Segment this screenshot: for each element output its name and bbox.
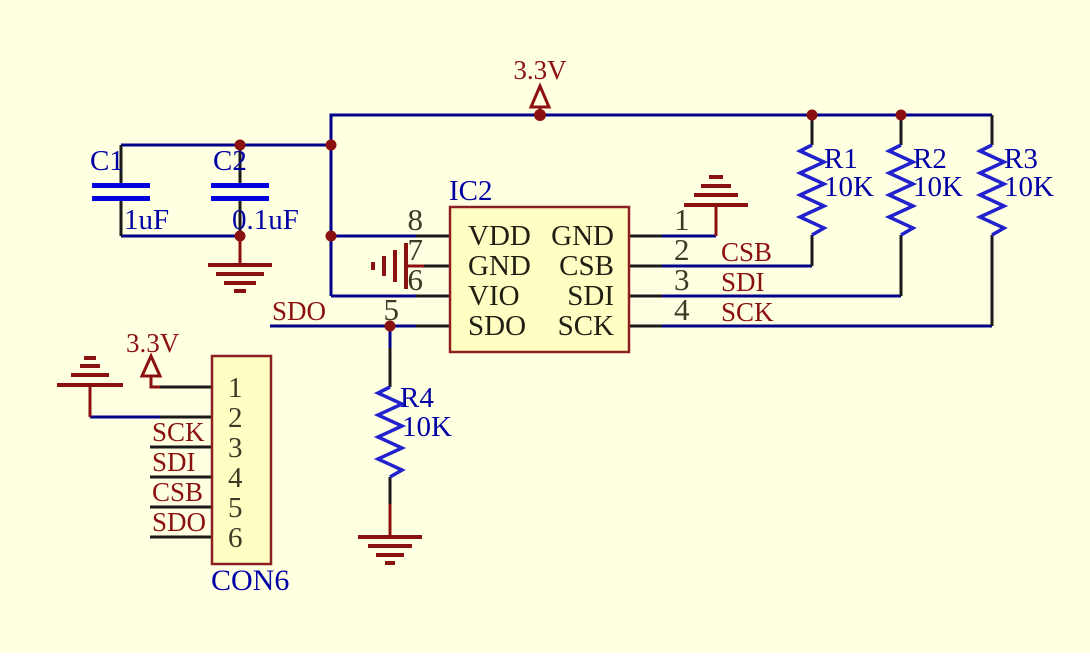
ground-icon-r4 — [358, 504, 422, 565]
ic2-component: IC2 VDD GND VIO SDO GND CSB SDI SCK 8 7 … — [384, 175, 690, 354]
con6-net-label-sck: SCK — [152, 417, 205, 447]
r1-designator: R1 — [824, 143, 858, 175]
c1-designator: C1 — [90, 145, 124, 177]
power-triangle-icon — [528, 82, 552, 109]
con6-net-label-sdi: SDI — [152, 447, 196, 477]
c1-value: 1uF — [124, 204, 169, 236]
junction-dot — [895, 109, 907, 121]
r4-designator: R4 — [400, 382, 434, 414]
pin-name-gnd-right: GND — [551, 220, 614, 252]
power-3v3-con-icon: 3.3V — [126, 328, 180, 389]
junction-dot — [384, 320, 396, 332]
junction-dot — [534, 109, 546, 121]
junction-dot — [234, 139, 246, 151]
net-label-sdo: SDO — [272, 296, 326, 326]
con6-body — [210, 354, 273, 566]
resistor-r2-symbol: R2 10K — [884, 143, 963, 237]
ground-icon-ic-pin1 — [684, 175, 748, 236]
cap-plate — [92, 196, 150, 201]
c2-value: 0.1uF — [232, 204, 299, 236]
ic2-designator: IC2 — [449, 175, 493, 207]
pin-stubs — [119, 115, 994, 539]
wire-3v3-rail — [329, 113, 992, 296]
r2-designator: R2 — [913, 143, 947, 175]
pin-number-2: 2 — [674, 232, 690, 267]
net-label-sdi: SDI — [721, 267, 765, 297]
pin-number-7: 7 — [408, 232, 424, 267]
power-stem — [149, 376, 160, 389]
pin-name-vdd: VDD — [468, 220, 531, 252]
power-3v3-rail-icon: 3.3V — [513, 55, 567, 121]
r3-designator: R3 — [1004, 143, 1038, 175]
r4-value: 10K — [402, 411, 452, 443]
resistor-zigzag — [795, 143, 829, 237]
ic2-body — [448, 205, 631, 354]
net-label-csb: CSB — [721, 237, 772, 267]
junction-dots — [234, 109, 907, 332]
con6-pin-number-2: 2 — [228, 402, 243, 434]
ground-icon-ic-pin7 — [371, 243, 424, 289]
pin-number-5: 5 — [384, 292, 400, 327]
con6-pin-number-1: 1 — [228, 372, 243, 404]
capacitor-c1-symbol: C1 1uF — [90, 145, 169, 236]
pin-name-vio: VIO — [468, 280, 520, 312]
junction-dot — [325, 139, 337, 151]
power-rail-label: 3.3V — [513, 55, 567, 85]
capacitor-c2-symbol: C2 0.1uF — [211, 145, 299, 236]
ground-icon-con — [57, 356, 123, 417]
resistor-zigzag — [975, 143, 1009, 237]
pin-number-8: 8 — [408, 202, 424, 237]
power-triangle-icon — [139, 352, 163, 378]
pin-name-gnd-left: GND — [468, 250, 531, 282]
junction-dot — [806, 109, 818, 121]
pin-number-1: 1 — [674, 202, 690, 237]
resistor-zigzag — [884, 143, 918, 237]
pin-number-6: 6 — [408, 262, 424, 297]
cap-plate — [211, 196, 269, 201]
con6-net-label-csb: CSB — [152, 477, 203, 507]
con6-net-label-sdo: SDO — [152, 507, 206, 537]
con6-pin-number-3: 3 — [228, 432, 243, 464]
pin-name-sdi: SDI — [567, 280, 614, 312]
power-con-label: 3.3V — [126, 328, 180, 358]
cap-plate — [211, 183, 269, 188]
pin-name-csb: CSB — [559, 250, 614, 282]
pin-number-4: 4 — [674, 292, 690, 327]
resistor-r4-symbol: R4 10K — [373, 382, 452, 479]
pin-number-3: 3 — [674, 262, 690, 297]
ground-icon-c2 — [208, 236, 272, 293]
pin-name-sdo: SDO — [468, 310, 526, 342]
con6-pin-number-6: 6 — [228, 522, 243, 554]
con6-designator: CON6 — [211, 564, 289, 597]
junction-dot — [325, 230, 337, 242]
net-label-sck: SCK — [721, 297, 774, 327]
resistor-zigzag — [373, 385, 407, 479]
junction-dot — [234, 230, 246, 242]
resistor-r1-symbol: R1 10K — [795, 143, 874, 237]
cap-plate — [92, 183, 150, 188]
resistor-r3-symbol: R3 10K — [975, 143, 1054, 237]
con6-component: 1 2 3 4 5 6 CON6 — [210, 354, 289, 597]
con6-pin-number-4: 4 — [228, 462, 243, 494]
r3-value: 10K — [1004, 171, 1054, 203]
con6-pin-number-5: 5 — [228, 492, 243, 524]
r2-value: 10K — [913, 171, 963, 203]
r1-value: 10K — [824, 171, 874, 203]
pin-name-sck: SCK — [558, 310, 614, 342]
